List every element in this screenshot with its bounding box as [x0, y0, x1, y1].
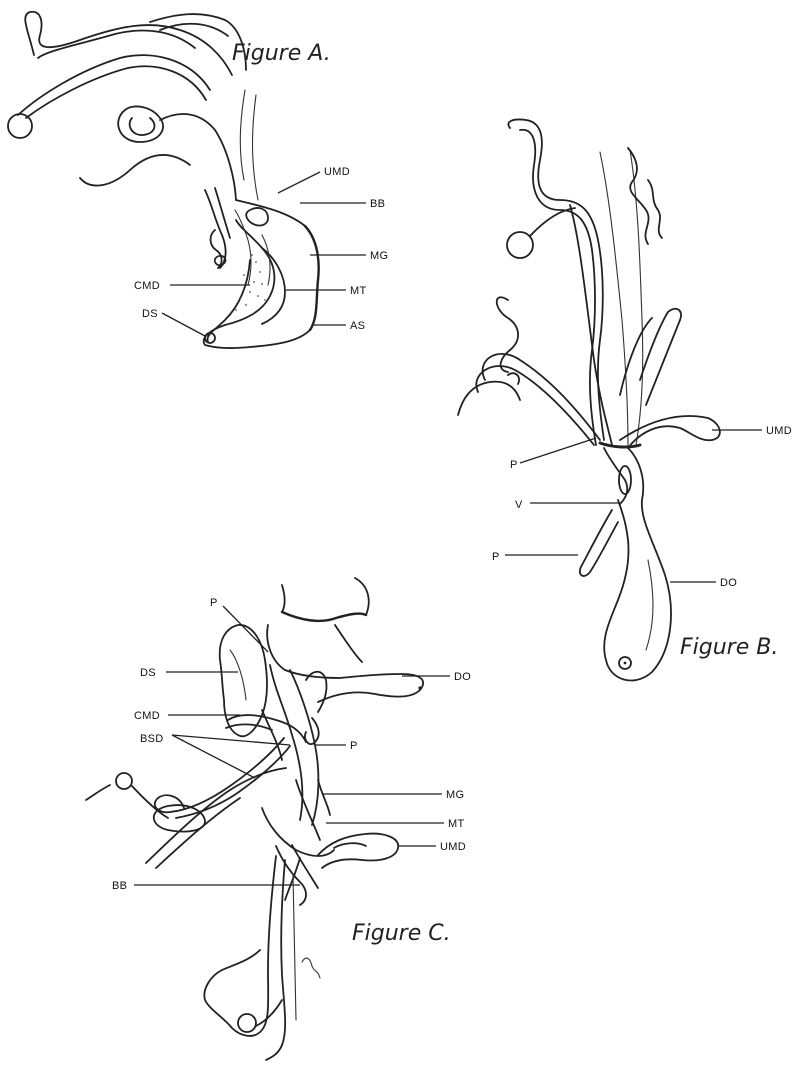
caption-figure-a: Figure A. — [232, 41, 331, 66]
caption-figure-b: Figure B. — [680, 635, 778, 660]
figure-b: UMD P V P DO Figure B. — [458, 119, 792, 680]
figure-a-labels: UMD BB MG MT CMD DS AS — [134, 166, 388, 336]
label-b-p-upper: P — [510, 459, 518, 471]
label-c-bb: BB — [112, 880, 127, 892]
label-a-umd: UMD — [324, 166, 350, 178]
label-c-umd: UMD — [440, 841, 466, 853]
figure-a: UMD BB MG MT CMD DS AS Figure A. — [8, 12, 388, 348]
label-a-mt: MT — [350, 285, 366, 297]
label-a-mg: MG — [370, 250, 388, 262]
figure-c: P DS DO CMD P BSD MG MT UMD BB Figure C. — [86, 578, 471, 1060]
label-b-do: DO — [720, 577, 737, 589]
label-c-mt: MT — [448, 818, 464, 830]
label-a-ds: DS — [142, 308, 158, 320]
figure-b-drawing — [458, 119, 720, 680]
label-c-p-right: P — [350, 740, 358, 752]
label-a-as: AS — [350, 320, 365, 332]
label-c-cmd: CMD — [134, 710, 160, 722]
label-b-p-lower: P — [492, 551, 500, 563]
label-a-cmd: CMD — [134, 280, 160, 292]
label-c-mg: MG — [446, 789, 464, 801]
label-c-p-top: P — [210, 597, 218, 609]
label-b-umd: UMD — [766, 425, 792, 437]
figure-c-drawing — [86, 578, 423, 1060]
label-c-bsd: BSD — [140, 733, 164, 745]
label-c-ds: DS — [140, 667, 156, 679]
label-b-v: V — [515, 499, 523, 511]
label-c-do: DO — [454, 671, 471, 683]
label-a-bb: BB — [370, 198, 385, 210]
caption-figure-c: Figure C. — [352, 921, 451, 946]
